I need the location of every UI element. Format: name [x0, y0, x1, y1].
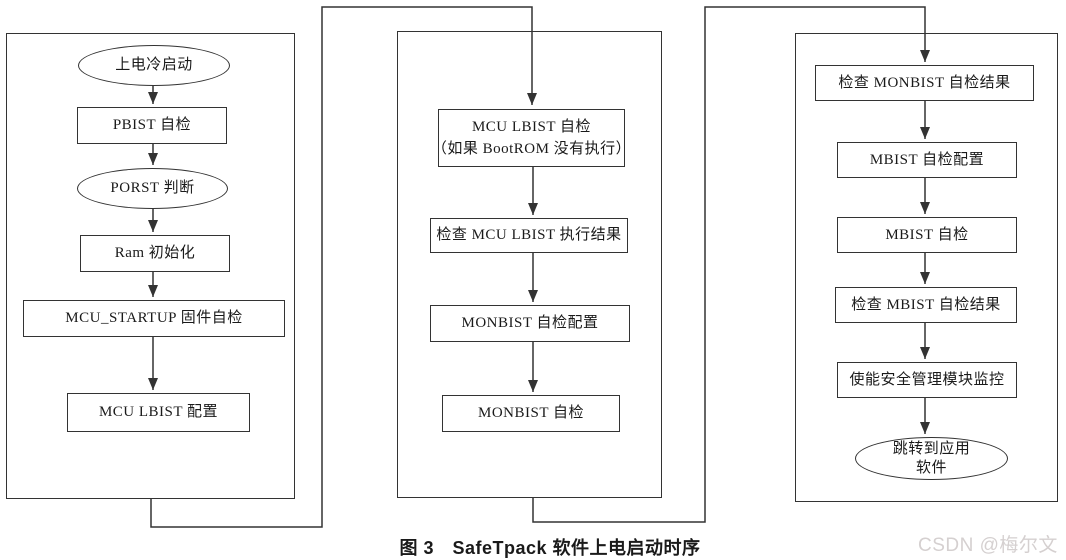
node-label: PORST 判断 [110, 180, 195, 196]
node-check-mbist-result: 检查 MBIST 自检结果 [835, 287, 1017, 323]
node-label: MBIST 自检 [885, 226, 969, 243]
node-label: MONBIST 自检 [478, 405, 584, 421]
node-label: 使能安全管理模块监控 [849, 371, 1005, 388]
node-power-on-cold-start: 上电冷启动 [78, 45, 230, 86]
node-jump-to-application: 跳转到应用 软件 [855, 437, 1008, 480]
node-mbist-self-test: MBIST 自检 [837, 217, 1017, 253]
column-3-frame [795, 33, 1058, 502]
node-label: 检查 MONBIST 自检结果 [838, 74, 1011, 91]
figure-caption: 图 3 SafeTpack 软件上电启动时序 [399, 538, 701, 558]
node-label: PBIST 自检 [112, 117, 192, 133]
node-label: MCU LBIST 自检 [471, 119, 592, 135]
node-label: MBIST 自检配置 [869, 151, 985, 168]
node-check-monbist-result: 检查 MONBIST 自检结果 [815, 65, 1034, 101]
node-label: MCU_STARTUP 固件自检 [65, 310, 243, 326]
node-porst-judgment: PORST 判断 [77, 168, 228, 209]
node-enable-safety-module-monitor: 使能安全管理模块监控 [837, 362, 1017, 398]
node-label: 跳转到应用 [892, 440, 971, 457]
node-sublabel: （如果 BootROM 没有执行） [431, 141, 632, 157]
node-label: Ram 初始化 [114, 245, 196, 261]
node-mcu-lbist-config: MCU LBIST 配置 [67, 393, 250, 432]
node-mcu-startup-firmware-self-test: MCU_STARTUP 固件自检 [23, 300, 285, 337]
node-label: 检查 MCU LBIST 执行结果 [436, 227, 622, 243]
node-label: 上电冷启动 [115, 57, 193, 73]
node-monbist-self-test-config: MONBIST 自检配置 [430, 305, 630, 342]
node-ram-init: Ram 初始化 [80, 235, 230, 272]
node-check-mcu-lbist-result: 检查 MCU LBIST 执行结果 [430, 218, 628, 253]
node-monbist-self-test: MONBIST 自检 [442, 395, 620, 432]
node-mbist-self-test-config: MBIST 自检配置 [837, 142, 1017, 178]
node-label: MONBIST 自检配置 [461, 315, 599, 331]
node-sublabel: 软件 [915, 459, 947, 476]
node-mcu-lbist-self-test: MCU LBIST 自检 （如果 BootROM 没有执行） [432, 109, 631, 167]
node-label: MCU LBIST 配置 [98, 404, 219, 420]
csdn-watermark: CSDN @梅尔文 [918, 535, 1058, 556]
node-pbist-self-test: PBIST 自检 [77, 107, 227, 144]
node-label: 检查 MBIST 自检结果 [851, 296, 1001, 313]
